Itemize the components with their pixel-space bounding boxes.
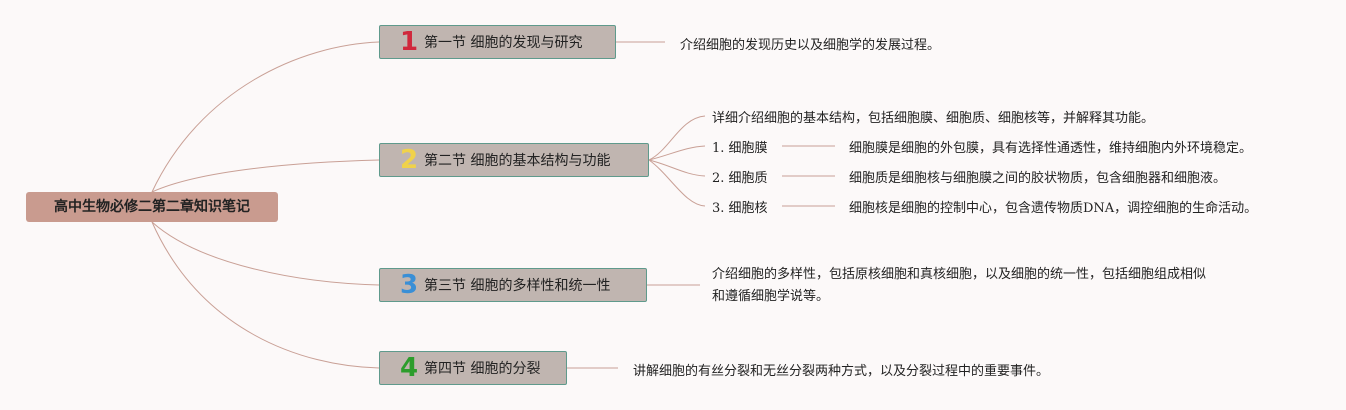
section-1-description: 介绍细胞的发现历史以及细胞学的发展过程。 [680,38,941,53]
item-label-nucleus[interactable]: 3. 细胞核 [712,201,768,216]
item-description-cytoplasm: 细胞质是细胞核与细胞膜之间的胶状物质，包含细胞器和细胞液。 [849,171,1227,186]
section-node-1[interactable]: 1 第一节 细胞的发现与研究 [379,25,616,59]
link-sec2-desc [648,115,706,161]
section-node-2[interactable]: 2 第二节 细胞的基本结构与功能 [379,143,649,177]
section-4-description: 讲解细胞的有丝分裂和无丝分裂两种方式，以及分裂过程中的重要事件。 [633,364,1050,379]
root-node[interactable]: 高中生物必修二第二章知识笔记 [26,192,278,222]
link-sec2-item3 [648,159,706,207]
section-2-description: 详细介绍细胞的基本结构，包括细胞膜、细胞质、细胞核等，并解释其功能。 [712,111,1155,126]
link-sec2-item2 [648,159,706,177]
item-description-nucleus: 细胞核是细胞的控制中心，包含遗传物质DNA，调控细胞的生命活动。 [849,201,1258,216]
item-label-cytoplasm[interactable]: 2. 细胞质 [712,171,768,186]
number-4-icon: 4 [399,353,419,383]
section-title: 第三节 细胞的多样性和统一性 [424,278,611,294]
link-root-sec2 [151,159,380,193]
number-1-icon: 1 [399,27,419,57]
section-node-3[interactable]: 3 第三节 细胞的多样性和统一性 [379,268,647,302]
section-title: 第一节 细胞的发现与研究 [424,35,583,51]
link-sec2-item1 [648,145,706,161]
link-root-sec3 [151,221,380,286]
item-label-cell-membrane[interactable]: 1. 细胞膜 [712,141,768,156]
section-title: 第四节 细胞的分裂 [424,361,541,377]
link-root-sec4 [151,221,380,369]
section-node-4[interactable]: 4 第四节 细胞的分裂 [379,351,567,385]
section-title: 第二节 细胞的基本结构与功能 [424,153,611,169]
number-2-icon: 2 [399,145,419,175]
number-3-icon: 3 [399,270,419,300]
section-3-description: 介绍细胞的多样性，包括原核细胞和真核细胞，以及细胞的统一性，包括细胞组成相似和遵… [712,267,1207,304]
item-description-cell-membrane: 细胞膜是细胞的外包膜，具有选择性通透性，维持细胞内外环境稳定。 [849,141,1253,156]
link-root-sec1 [151,41,380,193]
